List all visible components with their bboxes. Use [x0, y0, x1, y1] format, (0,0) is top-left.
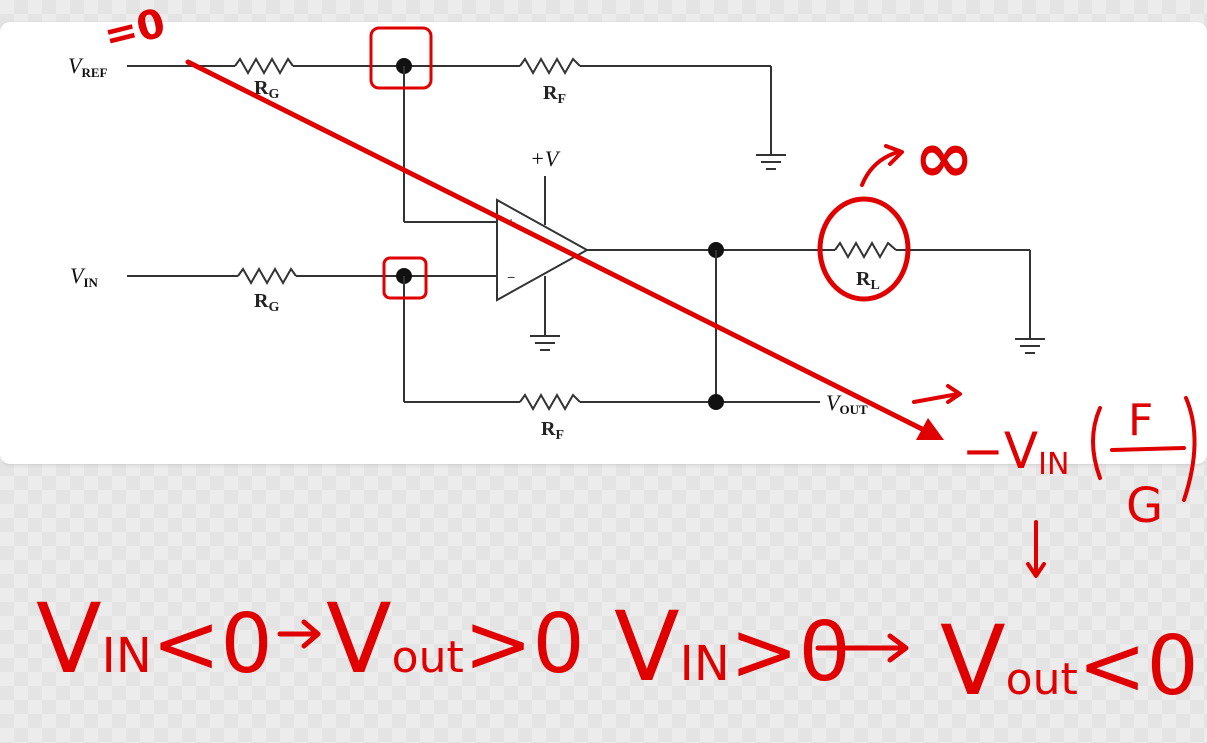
- vref-zero-note: =0: [99, 0, 170, 59]
- diagonal-arrow-head: [916, 418, 944, 440]
- rf-top-resistor: [519, 56, 581, 76]
- rl-resistor: [834, 240, 897, 260]
- vout-label: VOUT: [826, 390, 868, 417]
- eq1-right: Vout>0: [326, 583, 585, 695]
- annotations: =0 ∞ −VIN F G VIN<0 Vout>0: [36, 0, 1199, 717]
- rg-top-resistor: [234, 56, 294, 76]
- op-amp-minus: −: [507, 269, 515, 285]
- rl-circle: [817, 196, 911, 302]
- paren-right: [1182, 396, 1197, 502]
- supply-label: +V: [530, 146, 561, 171]
- diagonal-arrow: [185, 59, 937, 438]
- rg-top-label: RG: [254, 77, 279, 102]
- eq2-right: Vout<0: [940, 605, 1199, 717]
- eq2-left: VIN>0: [614, 591, 851, 703]
- node-output-bottom: [708, 394, 724, 410]
- fraction-bottom: G: [1126, 478, 1163, 534]
- formula-text: −VIN: [962, 422, 1069, 482]
- ground-symbol-top: [756, 154, 786, 170]
- infinity-arrow-head: [884, 144, 904, 166]
- ground-symbol-opamp: [530, 335, 560, 351]
- circuit: VREF RG RF + − +V: [68, 53, 1045, 443]
- infinity-arrow: [860, 150, 900, 187]
- vref-label: VREF: [68, 53, 108, 80]
- diagram-card: [0, 22, 1207, 464]
- paren-left: [1091, 406, 1102, 480]
- rg-bottom-label: RG: [254, 290, 279, 315]
- rg-bottom-resistor: [237, 266, 297, 286]
- node-highlight-top: [369, 26, 433, 90]
- formula-arrow: [912, 392, 960, 404]
- rl-label: RL: [856, 268, 880, 293]
- eq1-left: VIN<0: [36, 583, 273, 695]
- rf-top-label: RF: [543, 82, 566, 107]
- fraction-top: F: [1128, 395, 1153, 446]
- ground-symbol-load: [1015, 338, 1045, 354]
- fraction-bar: [1110, 446, 1186, 452]
- infinity-note: ∞: [914, 115, 974, 199]
- vin-label: VIN: [70, 263, 99, 290]
- node-highlight-inverting: [382, 256, 428, 300]
- rf-bottom-resistor: [519, 392, 581, 412]
- rf-bottom-label: RF: [541, 418, 564, 443]
